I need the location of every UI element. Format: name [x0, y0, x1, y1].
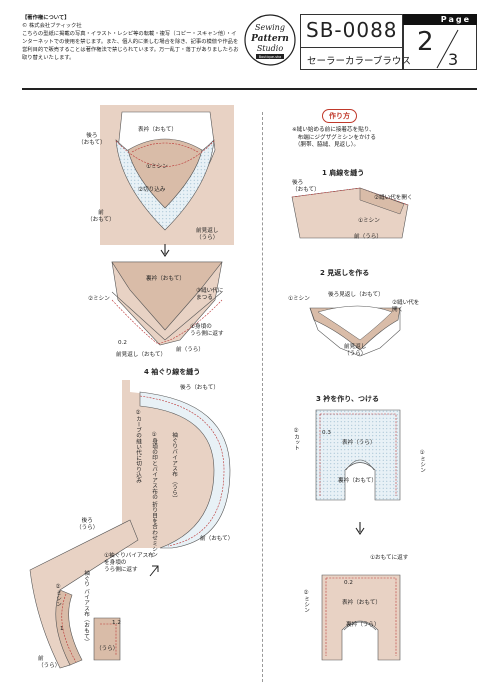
rf3-cut-label: ②カット	[293, 428, 299, 451]
copyright-company: © 株式会社ブティック社	[22, 23, 82, 29]
lf2-num: 0.2	[118, 340, 127, 346]
lf3-back-label: 後ろ（おもて）	[180, 385, 219, 391]
rf4-top-collar-label: 表衿（おもて）	[342, 600, 381, 606]
rf3-num: 0.3	[322, 430, 331, 436]
lf4-stitch-label: ②ミシン	[55, 584, 61, 607]
right-fig4-drawing	[321, 574, 401, 661]
brand-logo: Sewing Pattern Studio Boutique-sha	[244, 14, 296, 66]
left-fig1-drawing	[100, 105, 234, 245]
rf2-stitch-label: ①ミシン	[288, 296, 310, 302]
right-fig2-drawing	[309, 305, 401, 357]
lf1-front-label: 前 （おもて）	[87, 210, 115, 223]
prep-note: ※縫い始める前に接着芯を貼り、 布端にジグザグミシンをかける （胴帯、脇縫、見返…	[292, 127, 376, 148]
lf1-facing-label: 前見返し （うら）	[196, 228, 219, 241]
lf4-bias-label: 袖ぐり バイアス布（おもて）	[83, 570, 89, 645]
rf4-num: 0.2	[344, 580, 353, 586]
logo-sub: Boutique-sha	[259, 55, 281, 59]
lf2-seam-label: ③縫い代に まつる	[196, 288, 224, 301]
step-3-title: 3 衿を作り、つける	[316, 395, 380, 403]
rf4-stitch-label: ②ミシン	[303, 590, 309, 613]
lf3-clip-label: ②カーブの縫い代に切り込み	[135, 410, 141, 484]
page-total: 3	[448, 50, 459, 69]
left-fig3-drawing	[122, 380, 234, 549]
arrow-down-2	[355, 522, 365, 535]
right-fig3-drawing	[315, 409, 401, 501]
lf1-back-label: 後ろ （おもて）	[78, 133, 106, 146]
rf2-front-facing-label: 前見返し （うら）	[344, 344, 367, 357]
lf4-num1: 1	[60, 626, 64, 632]
rf3-under-collar-label: 裏衿（おもて）	[338, 478, 377, 484]
lf4-inner-label: （うら）	[96, 646, 119, 652]
code-box	[300, 14, 403, 70]
copyright-body: こちらの型紙に掲載の写真・イラスト・レシピ等の転載・複写（コピー・スキャン他）・…	[22, 31, 239, 61]
lf3-bias-label: 袖ぐりバイアス布 （うら）	[171, 432, 177, 501]
rf3-stitch-label: ①ミシン	[419, 450, 425, 473]
rf1-seam-label: ②縫い代を開く	[374, 195, 413, 201]
lf2-front-label: 前（うら）	[176, 347, 204, 353]
rf2-seam-label: ②縫い代を 開く	[392, 300, 420, 313]
step-4-title: 4 袖ぐり線を縫う	[144, 368, 201, 376]
lf2-facing-label: 前見返し（おもて）	[116, 352, 167, 358]
left-fig2-drawing	[111, 261, 223, 346]
pattern-title: セーラーカラーブラウス	[307, 56, 411, 67]
lf4-back-label: 後ろ （うら）	[76, 518, 99, 531]
arrow-down-1	[160, 244, 170, 257]
step-2-title: 2 見返しを作る	[320, 269, 370, 277]
step-1-title: 1 肩線を縫う	[322, 169, 365, 177]
header-rule	[22, 88, 477, 90]
right-fig1-drawing	[291, 187, 409, 239]
code-divider	[300, 47, 403, 48]
left-fig4-drawing	[29, 519, 159, 669]
lf1-stitch-label: ①ミシン	[146, 164, 168, 170]
copyright-notice: 【著作権について】 © 株式会社ブティック社 こちらの型紙に掲載の写真・イラスト…	[22, 14, 240, 62]
logo-line-1: Sewing	[255, 23, 285, 32]
column-divider	[262, 112, 263, 682]
how-to-badge: 作り方	[322, 109, 357, 123]
page-label: Page	[403, 14, 477, 25]
lf4-num2: 1.2	[112, 620, 121, 626]
lf1-collar-label: 表衿（おもて）	[138, 127, 177, 133]
lf2-fold-label: ①身頃の うら側に返す	[190, 324, 224, 337]
lf4-fold-label: ①袖ぐりバイアス布 を身頃の うら側に返す	[104, 553, 154, 573]
rf1-front-label: 前（うら）	[354, 234, 382, 240]
copyright-title: 【著作権について】	[22, 15, 70, 21]
lf4-front-label: 前 （うら）	[38, 656, 61, 669]
lf1-clip-label: ②切り込み	[138, 187, 166, 193]
pattern-code: SB-0088	[306, 18, 398, 42]
rf2-back-facing-label: 後ろ見返し（おもて）	[328, 292, 384, 298]
lf2-stitch-label: ②ミシン	[88, 296, 110, 302]
logo-line-3: Studio	[257, 44, 284, 53]
logo-line-2: Pattern	[250, 34, 289, 44]
lf3-stitch-label: ①身頃の印とバイアス布の 折り目を合わせミシン	[151, 432, 157, 558]
rf4-turn-label: ①おもてに返す	[370, 555, 409, 561]
page-number: 2	[417, 27, 434, 57]
rf4-under-collar-label: 裏衿（うら）	[346, 622, 380, 628]
rf1-stitch-label: ①ミシン	[358, 218, 380, 224]
rf3-top-collar-label: 表衿（うら）	[342, 440, 376, 446]
rf1-back-label: 後ろ （おもて）	[292, 180, 320, 193]
lf3-front-label: 前（おもて）	[200, 536, 234, 542]
lf2-under-collar-label: 裏衿（おもて）	[146, 276, 185, 282]
arrow-diag	[149, 565, 159, 577]
